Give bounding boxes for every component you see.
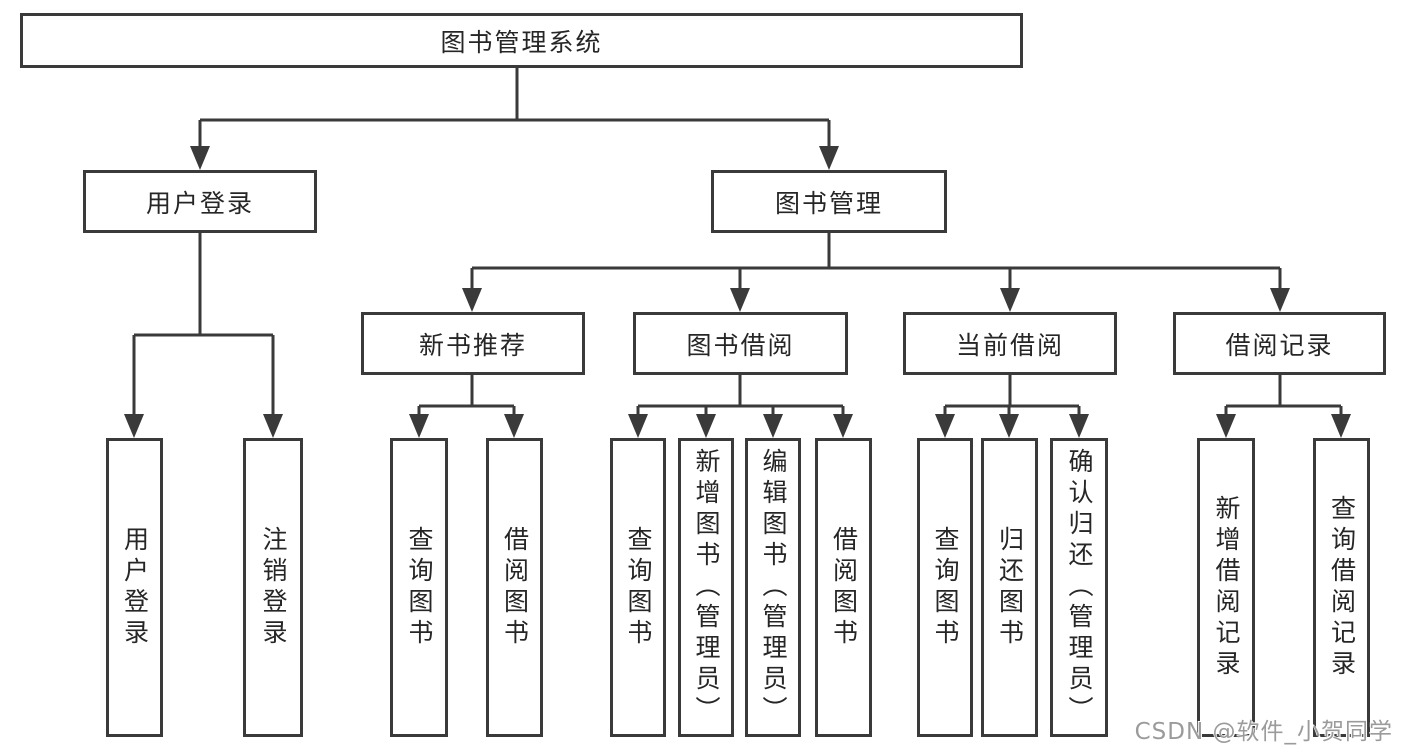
leaf-borrow-books-rec: 借阅图书	[486, 438, 543, 737]
csdn-watermark: CSDN @软件_小贺同学	[1134, 719, 1393, 745]
leaf-borrow-books: 借阅图书	[815, 438, 872, 737]
node-root: 图书管理系统	[20, 13, 1023, 68]
connector-user-login-to-leaves	[124, 233, 283, 438]
connector-book-mgmt-to-level3	[462, 233, 1290, 312]
connector-root-to-level2	[190, 68, 839, 170]
node-book-mgmt: 图书管理	[711, 170, 947, 233]
leaf-add-borrow-record: 新增借阅记录	[1197, 438, 1255, 737]
connector-book-borrow-to-leaves	[628, 375, 853, 438]
node-borrow-records: 借阅记录	[1173, 312, 1386, 375]
connector-borrow-records-to-leaves	[1216, 375, 1351, 438]
leaf-confirm-return-admin: 确认归还（管理员）	[1050, 438, 1108, 737]
node-book-borrow: 图书借阅	[633, 312, 848, 375]
leaf-query-books-current: 查询图书	[917, 438, 973, 737]
leaf-return-books: 归还图书	[981, 438, 1038, 737]
connector-current-borrow-to-leaves	[935, 375, 1089, 438]
leaf-add-books-admin: 新增图书（管理员）	[678, 438, 734, 737]
leaf-logout: 注销登录	[243, 438, 303, 737]
node-user-login: 用户登录	[83, 170, 317, 233]
leaf-query-books-rec: 查询图书	[390, 438, 448, 737]
leaf-query-borrow-record: 查询借阅记录	[1313, 438, 1370, 737]
node-current-borrow: 当前借阅	[903, 312, 1117, 375]
leaf-query-books-borrow: 查询图书	[610, 438, 666, 737]
leaf-user-login: 用户登录	[106, 438, 163, 737]
leaf-edit-books-admin: 编辑图书（管理员）	[745, 438, 801, 737]
connector-new-book-rec-to-leaves	[409, 375, 524, 438]
node-new-book-rec: 新书推荐	[361, 312, 585, 375]
